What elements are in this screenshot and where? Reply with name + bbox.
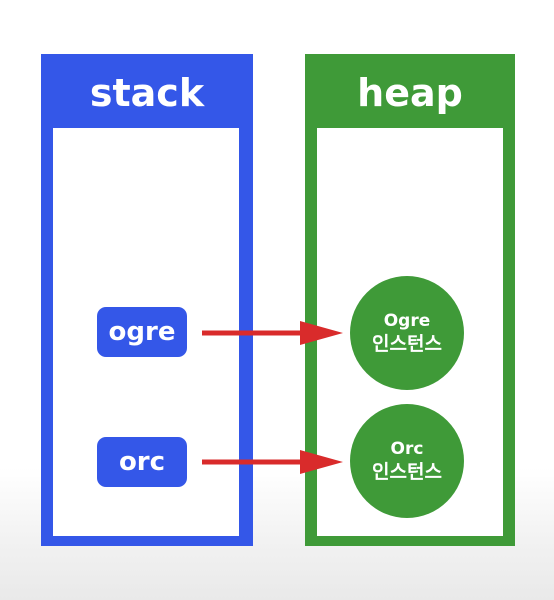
heap-title: heap	[357, 71, 463, 115]
instance-label: 인스턴스	[372, 461, 442, 483]
instance-name: Ogre	[383, 311, 431, 331]
stack-title: stack	[89, 71, 205, 115]
stack-variable-orc: orc	[97, 437, 187, 487]
heap-instance-ogre: Ogre 인스턴스	[350, 276, 464, 390]
stack-variable-ogre: ogre	[97, 307, 187, 357]
heap-instance-orc: Orc 인스턴스	[350, 404, 464, 518]
instance-name: Orc	[390, 439, 424, 459]
instance-label: 인스턴스	[372, 333, 442, 355]
